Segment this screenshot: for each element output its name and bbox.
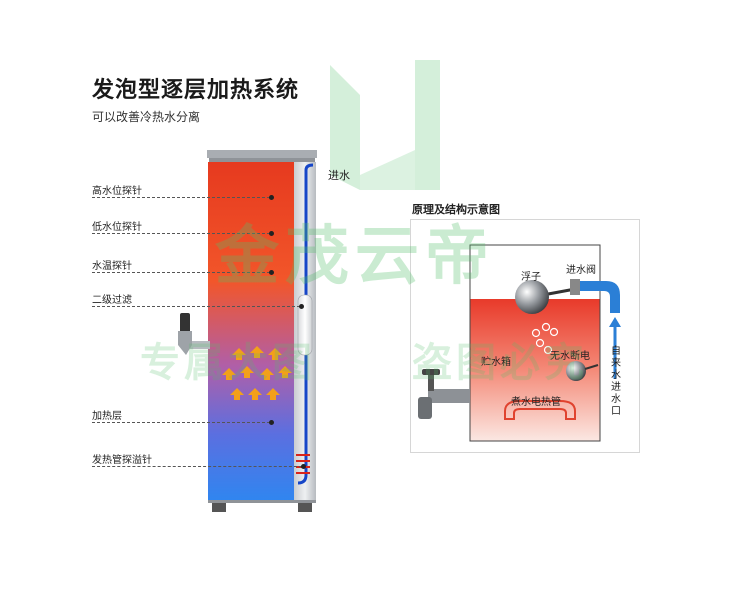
callout-leader-line [92, 422, 270, 423]
callout-leader-line [92, 272, 270, 273]
callout-heating-layer: 加热层 [92, 408, 274, 425]
page-title: 发泡型逐层加热系统 [92, 78, 300, 103]
callout-leader-line [92, 306, 300, 307]
callout-label: 发热管探溢针 [92, 455, 152, 466]
principle-diagram [418, 244, 621, 442]
callout-label: 高水位探针 [92, 186, 142, 197]
callout-low-water-probe: 低水位探针 [92, 219, 274, 236]
diagram-label-tank: 贮水箱 [481, 357, 511, 368]
callout-temperature-probe: 水温探针 [92, 258, 274, 275]
callout-dot [269, 420, 274, 425]
inlet-label: 进水 [328, 169, 350, 182]
page-subtitle: 可以改善冷热水分离 [92, 110, 201, 124]
callout-leader-line [92, 466, 302, 467]
callout-dot [301, 464, 306, 469]
callout-high-water-probe: 高水位探针 [92, 183, 274, 200]
diagram-label-tap-inlet: 自来水进水口 [611, 346, 621, 417]
callout-leader-line [92, 197, 270, 198]
callout-dot [269, 231, 274, 236]
diagram-label-heater: 煮水电热管 [511, 397, 561, 408]
diagram-title: 原理及结构示意图 [412, 203, 500, 216]
callout-secondary-filter: 二级过滤 [92, 292, 304, 309]
callout-label: 水温探针 [92, 261, 132, 272]
callout-label: 二级过滤 [92, 295, 132, 306]
callout-dot [269, 270, 274, 275]
diagram-label-inlet-valve: 进水阀 [566, 265, 596, 276]
callout-label: 低水位探针 [92, 222, 142, 233]
water-boiler-illustration [178, 150, 317, 512]
callout-dot [299, 304, 304, 309]
diagram-label-float: 浮子 [521, 272, 541, 283]
callout-leader-line [92, 233, 270, 234]
callout-heater-overflow-probe: 发热管探溢针 [92, 452, 306, 469]
callout-dot [269, 195, 274, 200]
callout-label: 加热层 [92, 411, 122, 422]
diagram-label-cutoff: 无水断电 [550, 351, 590, 362]
